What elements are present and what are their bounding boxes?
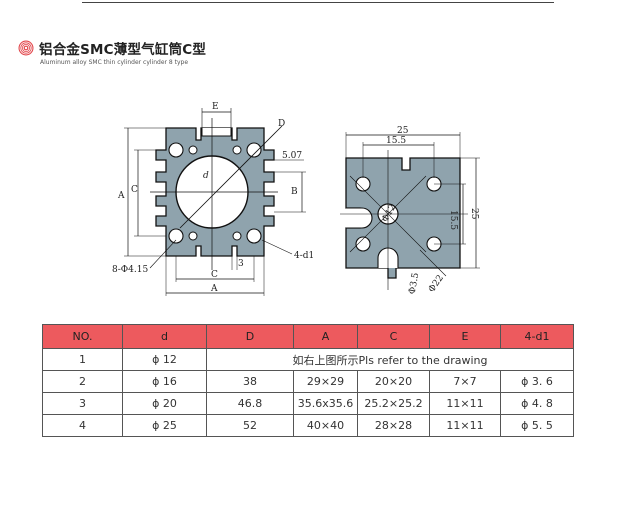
left-label-E: E: [212, 102, 219, 112]
header-D: D: [206, 324, 294, 349]
cell-A: 40×40: [293, 414, 358, 437]
left-label-B: B: [291, 187, 298, 197]
header-C: C: [357, 324, 430, 349]
cell-A: 29×29: [293, 370, 358, 393]
cell-C: 20×20: [357, 370, 430, 393]
target-rings-icon: [18, 40, 34, 56]
cell-merged-note: 如右上图所示Pls refer to the drawing: [206, 348, 574, 371]
left-label-3: 3: [238, 259, 244, 269]
table-row: 2 ϕ 16 38 29×29 20×20 7×7 ϕ 3. 6: [42, 370, 574, 393]
cell-D: 46.8: [206, 392, 294, 415]
spec-table: NO. d D A C E 4-d1 1 ϕ 12 如右上图所示Pls refe…: [42, 324, 574, 437]
left-label-d: d: [203, 171, 209, 181]
cell-no: 1: [42, 348, 123, 371]
right-label-25-side: 25: [469, 208, 479, 220]
left-label-D: D: [278, 119, 285, 129]
cell-A: 35.6x35.6: [293, 392, 358, 415]
header-4d1: 4-d1: [500, 324, 574, 349]
cell-E: 11×11: [429, 414, 501, 437]
cell-d: ϕ 12: [122, 348, 207, 371]
right-view: 25 15.5 15.5 25 Φ12 Φ3.5 Φ22: [340, 126, 480, 295]
header-no: NO.: [42, 324, 123, 349]
right-label-155-top: 15.5: [386, 136, 406, 146]
cell-E: 11×11: [429, 392, 501, 415]
cell-C: 25.2×25.2: [357, 392, 430, 415]
right-label-155-side: 15.5: [448, 210, 458, 230]
cell-d: ϕ 20: [122, 392, 207, 415]
cell-no: 4: [42, 414, 123, 437]
cell-D: 38: [206, 370, 294, 393]
cell-no: 2: [42, 370, 123, 393]
right-label-25-top: 25: [397, 126, 409, 136]
header-A: A: [293, 324, 358, 349]
top-rule: [82, 2, 554, 3]
left-label-507: 5.07: [282, 151, 302, 161]
cell-4d1: ϕ 4. 8: [500, 392, 574, 415]
header-E: E: [429, 324, 501, 349]
table-row: 4 ϕ 25 52 40×40 28×28 11×11 ϕ 5. 5: [42, 414, 574, 437]
section-title: 铝合金SMC薄型气缸筒C型: [39, 42, 207, 58]
cell-d: ϕ 16: [122, 370, 207, 393]
left-label-C-bottom: C: [211, 270, 218, 280]
section-header: 铝合金SMC薄型气缸筒C型 Aluminum alloy SMC thin cy…: [18, 38, 206, 66]
left-label-A-side: A: [117, 191, 125, 201]
right-label-phi35: Φ3.5: [408, 272, 422, 295]
right-label-phi22: Φ22: [427, 273, 446, 294]
section-subtitle: Aluminum alloy SMC thin cylinder cylinde…: [40, 59, 189, 66]
table-row: 3 ϕ 20 46.8 35.6x35.6 25.2×25.2 11×11 ϕ …: [42, 392, 574, 415]
cell-E: 7×7: [429, 370, 501, 393]
cell-D: 52: [206, 414, 294, 437]
cell-4d1: ϕ 5. 5: [500, 414, 574, 437]
technical-drawing: E D d 5.07 B A C 8-Φ4.15 3 C A: [112, 102, 480, 296]
cell-d: ϕ 25: [122, 414, 207, 437]
cell-4d1: ϕ 3. 6: [500, 370, 574, 393]
left-label-A-bottom: A: [210, 284, 218, 294]
left-view: E D d 5.07 B A C 8-Φ4.15 3 C A: [112, 102, 314, 296]
table-row: 1 ϕ 12 如右上图所示Pls refer to the drawing: [42, 348, 574, 371]
header-d: d: [122, 324, 207, 349]
cell-C: 28×28: [357, 414, 430, 437]
left-label-C-side: C: [131, 185, 138, 195]
left-label-4d1: 4-d1: [294, 251, 314, 261]
left-label-8phi: 8-Φ4.15: [112, 265, 148, 275]
table-header-row: NO. d D A C E 4-d1: [42, 324, 574, 349]
cell-no: 3: [42, 392, 123, 415]
